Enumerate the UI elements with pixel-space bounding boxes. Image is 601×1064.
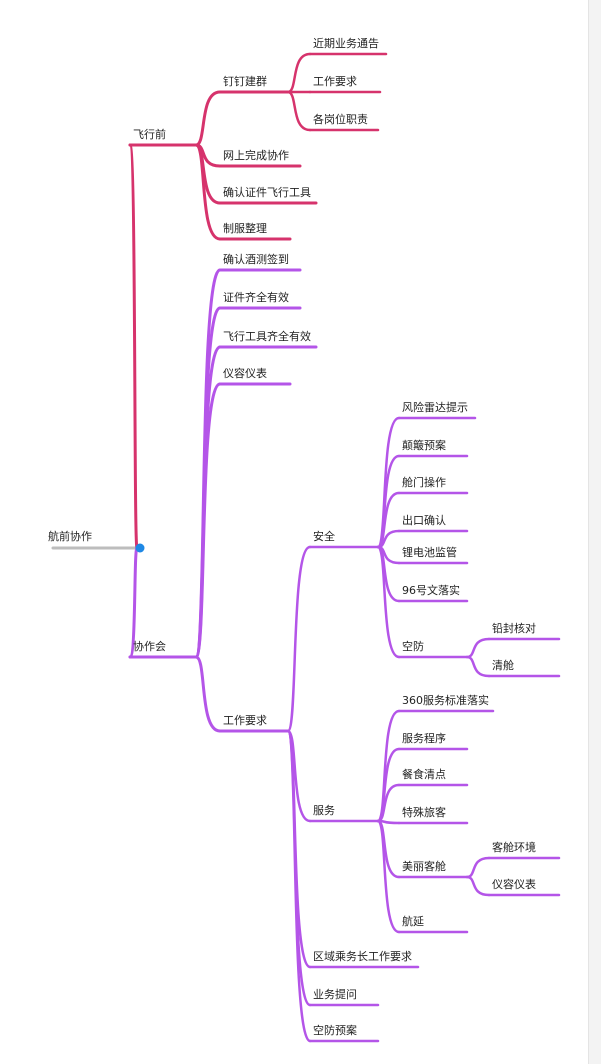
work-item-4-connector (286, 729, 312, 1043)
work-item-3-label[interactable]: 业务提问 (313, 988, 357, 1001)
branch-1-connector (128, 546, 139, 659)
work-item-2-label[interactable]: 区域乘务长工作要求 (313, 950, 412, 963)
branch-0-child-0-item-1-label[interactable]: 工作要求 (313, 75, 357, 88)
service-item-4-label[interactable]: 美丽客舱 (402, 859, 446, 873)
service-item-1-label[interactable]: 服务程序 (402, 731, 446, 745)
branch-0-child-1-label[interactable]: 网上完成协作 (223, 148, 289, 162)
branch-0-child-3-connector (194, 143, 222, 241)
branch-1-child-4-label[interactable]: 工作要求 (223, 714, 267, 727)
branch-0-connector (128, 143, 139, 550)
work-item-4-label[interactable]: 空防预案 (313, 1023, 357, 1037)
air-defense-item-1-label[interactable]: 清舱 (492, 658, 514, 672)
work-item-0-label[interactable]: 安全 (313, 529, 335, 543)
branch-0-child-0-label[interactable]: 钉钉建群 (223, 74, 267, 88)
service-item-2-connector (376, 783, 401, 823)
branch-0-label[interactable]: 飞行前 (133, 127, 166, 141)
service-item-5-connector (376, 819, 401, 934)
branch-1-child-0-connector (194, 268, 222, 659)
branch-0-child-0-item-2-connector (286, 90, 312, 132)
air-defense-item-1-connector (465, 655, 491, 678)
safety-item-3-label[interactable]: 出口确认 (402, 513, 446, 527)
work-item-1-label[interactable]: 服务 (313, 804, 335, 817)
safety-item-4-label[interactable]: 锂电池监管 (402, 545, 457, 559)
branch-0-child-0-item-0-connector (286, 52, 312, 94)
safety-item-2-label[interactable]: 舱门操作 (402, 475, 446, 489)
branch-1-child-4-connector (194, 655, 222, 733)
cabin-item-0-label[interactable]: 客舱环境 (492, 840, 536, 854)
safety-item-6-connector (376, 545, 401, 659)
branch-1-label[interactable]: 协作会 (133, 639, 166, 653)
branch-0-child-0-connector (194, 90, 222, 147)
cabin-item-0-connector (465, 856, 491, 879)
safety-item-5-label[interactable]: 96号文落实 (402, 583, 460, 597)
vertical-scrollbar[interactable] (588, 0, 601, 1064)
root-junction-dot[interactable] (135, 543, 145, 553)
branch-1-child-1-label[interactable]: 证件齐全有效 (223, 290, 289, 304)
branch-1-child-2-label[interactable]: 飞行工具齐全有效 (223, 329, 311, 343)
branch-0-child-3-label[interactable]: 制服整理 (223, 221, 267, 235)
branch-1-child-0-label[interactable]: 确认酒测签到 (223, 252, 289, 266)
root-label[interactable]: 航前协作 (48, 529, 92, 543)
branch-0-child-0-item-2-label[interactable]: 各岗位职责 (313, 112, 368, 126)
service-item-3-label[interactable]: 特殊旅客 (402, 805, 446, 819)
branch-1-child-3-connector (194, 382, 222, 659)
cabin-item-1-label[interactable]: 仪容仪表 (492, 877, 536, 891)
air-defense-item-0-label[interactable]: 铅封核对 (492, 621, 536, 635)
service-item-0-label[interactable]: 360服务标准落实 (402, 693, 489, 707)
work-item-0-connector (286, 545, 312, 733)
safety-item-0-connector (376, 416, 401, 549)
branch-1-child-3-label[interactable]: 仪容仪表 (223, 366, 267, 380)
branch-0-child-2-label[interactable]: 确认证件飞行工具 (223, 186, 311, 199)
service-item-5-label[interactable]: 航延 (402, 914, 424, 928)
safety-item-6-label[interactable]: 空防 (402, 639, 424, 653)
cabin-item-1-connector (465, 875, 491, 897)
air-defense-item-0-connector (465, 637, 491, 659)
service-item-2-label[interactable]: 餐食清点 (402, 767, 446, 781)
branch-0-child-0-item-0-label[interactable]: 近期业务通告 (313, 37, 379, 50)
safety-item-0-label[interactable]: 风险雷达提示 (402, 400, 468, 414)
safety-item-1-label[interactable]: 颠簸预案 (402, 438, 446, 452)
